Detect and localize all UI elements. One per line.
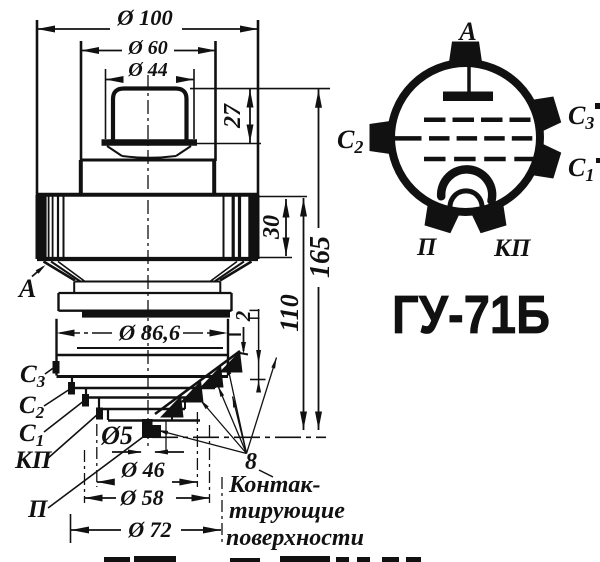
svg-text:тирующие: тирующие <box>229 498 345 524</box>
svg-text:Контак-: Контак- <box>228 472 321 498</box>
svg-text:С1: С1 <box>19 420 44 450</box>
svg-text:КП: КП <box>493 235 532 262</box>
svg-text:С1: С1 <box>568 153 594 185</box>
svg-text:A: A <box>17 274 36 303</box>
svg-text:поверхности: поверхности <box>226 525 364 551</box>
svg-text:Ø 60: Ø 60 <box>127 37 167 59</box>
svg-text:ГУ-71Б: ГУ-71Б <box>392 285 550 345</box>
svg-text:Ø 100: Ø 100 <box>116 5 173 30</box>
svg-text:П: П <box>27 496 49 523</box>
svg-text:Ø 46: Ø 46 <box>120 457 164 482</box>
svg-text:Ø 86,6: Ø 86,6 <box>118 320 181 345</box>
svg-text:А: А <box>457 17 476 46</box>
svg-text:С3: С3 <box>568 101 594 133</box>
svg-text:Ø 58: Ø 58 <box>119 485 163 510</box>
svg-text:С2: С2 <box>19 392 45 422</box>
svg-text:С3: С3 <box>20 361 46 391</box>
svg-text:27: 27 <box>220 103 246 129</box>
svg-text:КП: КП <box>14 447 53 474</box>
svg-text:8: 8 <box>245 449 257 475</box>
svg-text:С2: С2 <box>337 125 363 157</box>
svg-text:2: 2 <box>231 310 255 322</box>
svg-text:165: 165 <box>305 236 336 278</box>
svg-text:Ø 44: Ø 44 <box>127 59 167 81</box>
svg-text:30: 30 <box>259 215 285 240</box>
svg-text:Ø5: Ø5 <box>100 421 133 450</box>
svg-text:Ø 72: Ø 72 <box>127 517 171 542</box>
svg-text:П: П <box>416 234 438 261</box>
svg-text:110: 110 <box>275 294 304 332</box>
